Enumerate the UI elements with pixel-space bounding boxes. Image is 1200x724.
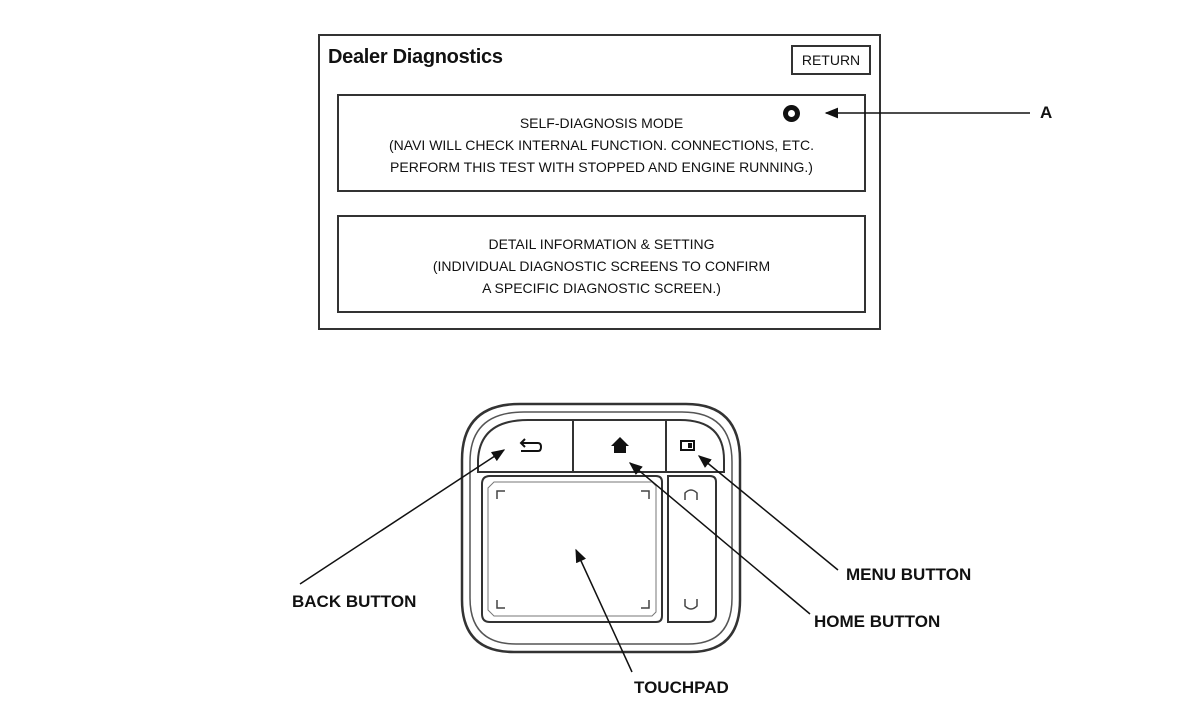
screen-title: Dealer Diagnostics (328, 46, 503, 68)
leader-line-back (299, 449, 506, 585)
option-desc: (INDIVIDUAL DIAGNOSTIC SCREENS TO CONFIR… (432, 258, 771, 274)
touchpad[interactable] (484, 478, 660, 620)
self-diagnosis-mode-option[interactable]: SELF-DIAGNOSIS MODE (NAVI WILL CHECK INT… (337, 94, 866, 192)
back-arrow-icon (519, 438, 543, 452)
diagnostics-screen: Dealer Diagnostics RETURN SELF-DIAGNOSIS… (318, 34, 881, 330)
controller-inner-rim (469, 411, 733, 645)
callout-touchpad: TOUCHPAD (634, 678, 729, 697)
option-desc: (NAVI WILL CHECK INTERNAL FUNCTION. CONN… (389, 137, 814, 153)
leader-line-home (628, 462, 811, 615)
back-button[interactable] (480, 421, 572, 471)
menu-icon (680, 440, 695, 451)
return-button[interactable]: RETURN (791, 45, 871, 75)
home-button[interactable] (574, 421, 665, 471)
touchpad-surface (481, 475, 663, 623)
scroll-strip (667, 475, 717, 623)
leader-line-menu (697, 455, 839, 571)
option-title: SELF-DIAGNOSIS MODE (519, 115, 684, 131)
leader-line-touchpad (575, 548, 633, 673)
detail-information-option[interactable]: DETAIL INFORMATION & SETTING (INDIVIDUAL… (337, 215, 866, 313)
callout-a: A (1040, 103, 1053, 122)
selection-indicator-icon (783, 105, 800, 122)
menu-button[interactable] (667, 421, 723, 471)
callout-back-button: BACK BUTTON (292, 592, 417, 611)
option-title: DETAIL INFORMATION & SETTING (488, 236, 715, 252)
home-icon (611, 437, 629, 453)
callout-home-button: HOME BUTTON (814, 612, 941, 631)
option-desc: A SPECIFIC DIAGNOSTIC SCREEN.) (482, 280, 721, 296)
option-desc: PERFORM THIS TEST WITH STOPPED AND ENGIN… (390, 159, 813, 175)
callout-menu-button: MENU BUTTON (846, 565, 972, 584)
button-strip (477, 419, 725, 473)
